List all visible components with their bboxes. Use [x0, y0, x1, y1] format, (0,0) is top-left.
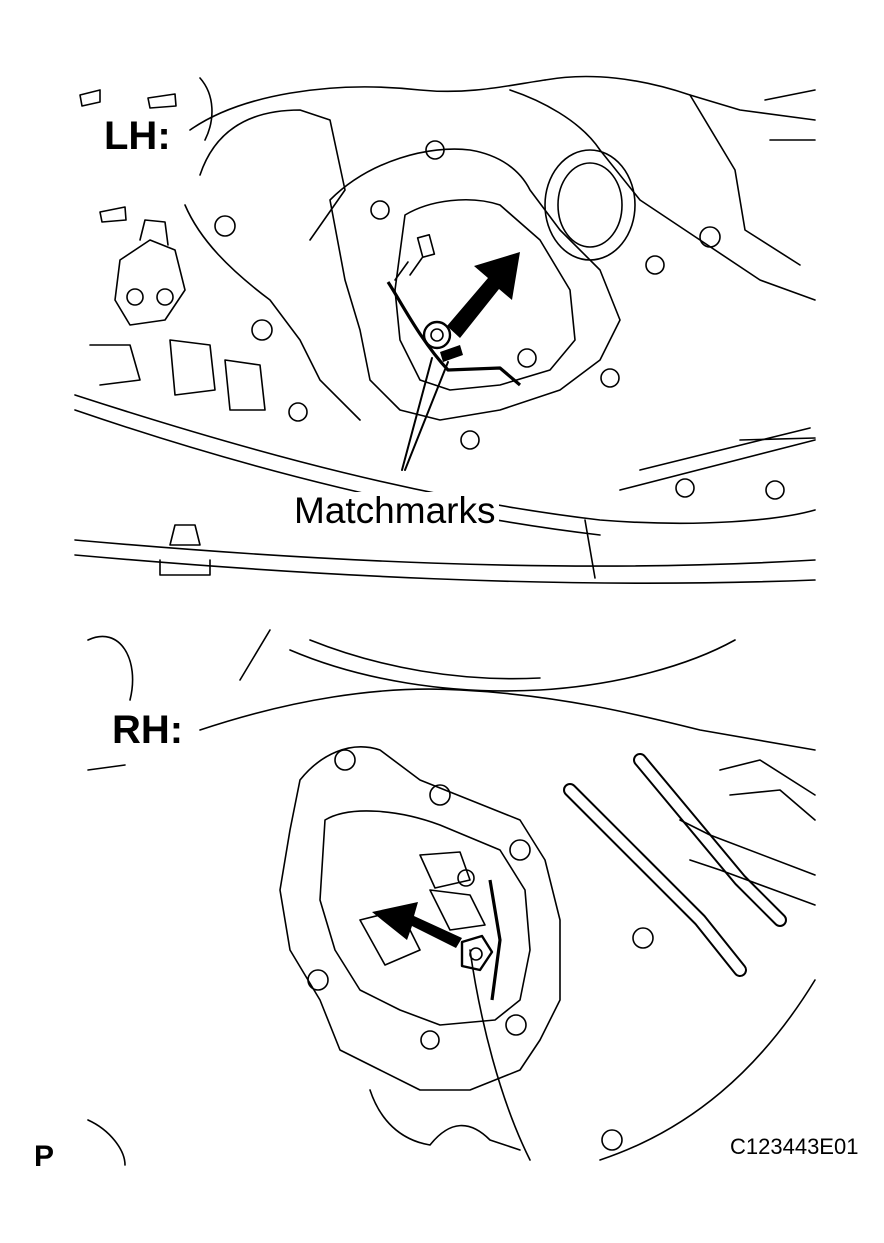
- arrow-icon: [447, 252, 520, 338]
- bolt-icon: [460, 934, 494, 972]
- rh-view-label: RH:: [112, 708, 184, 752]
- lh-view-drawing: [74, 75, 816, 584]
- lh-view-label: LH:: [104, 114, 171, 158]
- arrow-icon: [372, 902, 462, 948]
- bolt-icon: [422, 320, 452, 350]
- corner-letter: P: [34, 1140, 55, 1173]
- matchmarks-callout-label: Matchmarks: [290, 492, 500, 529]
- rh-view-drawing: [87, 629, 816, 1166]
- figure-code: C123443E01: [730, 1134, 859, 1159]
